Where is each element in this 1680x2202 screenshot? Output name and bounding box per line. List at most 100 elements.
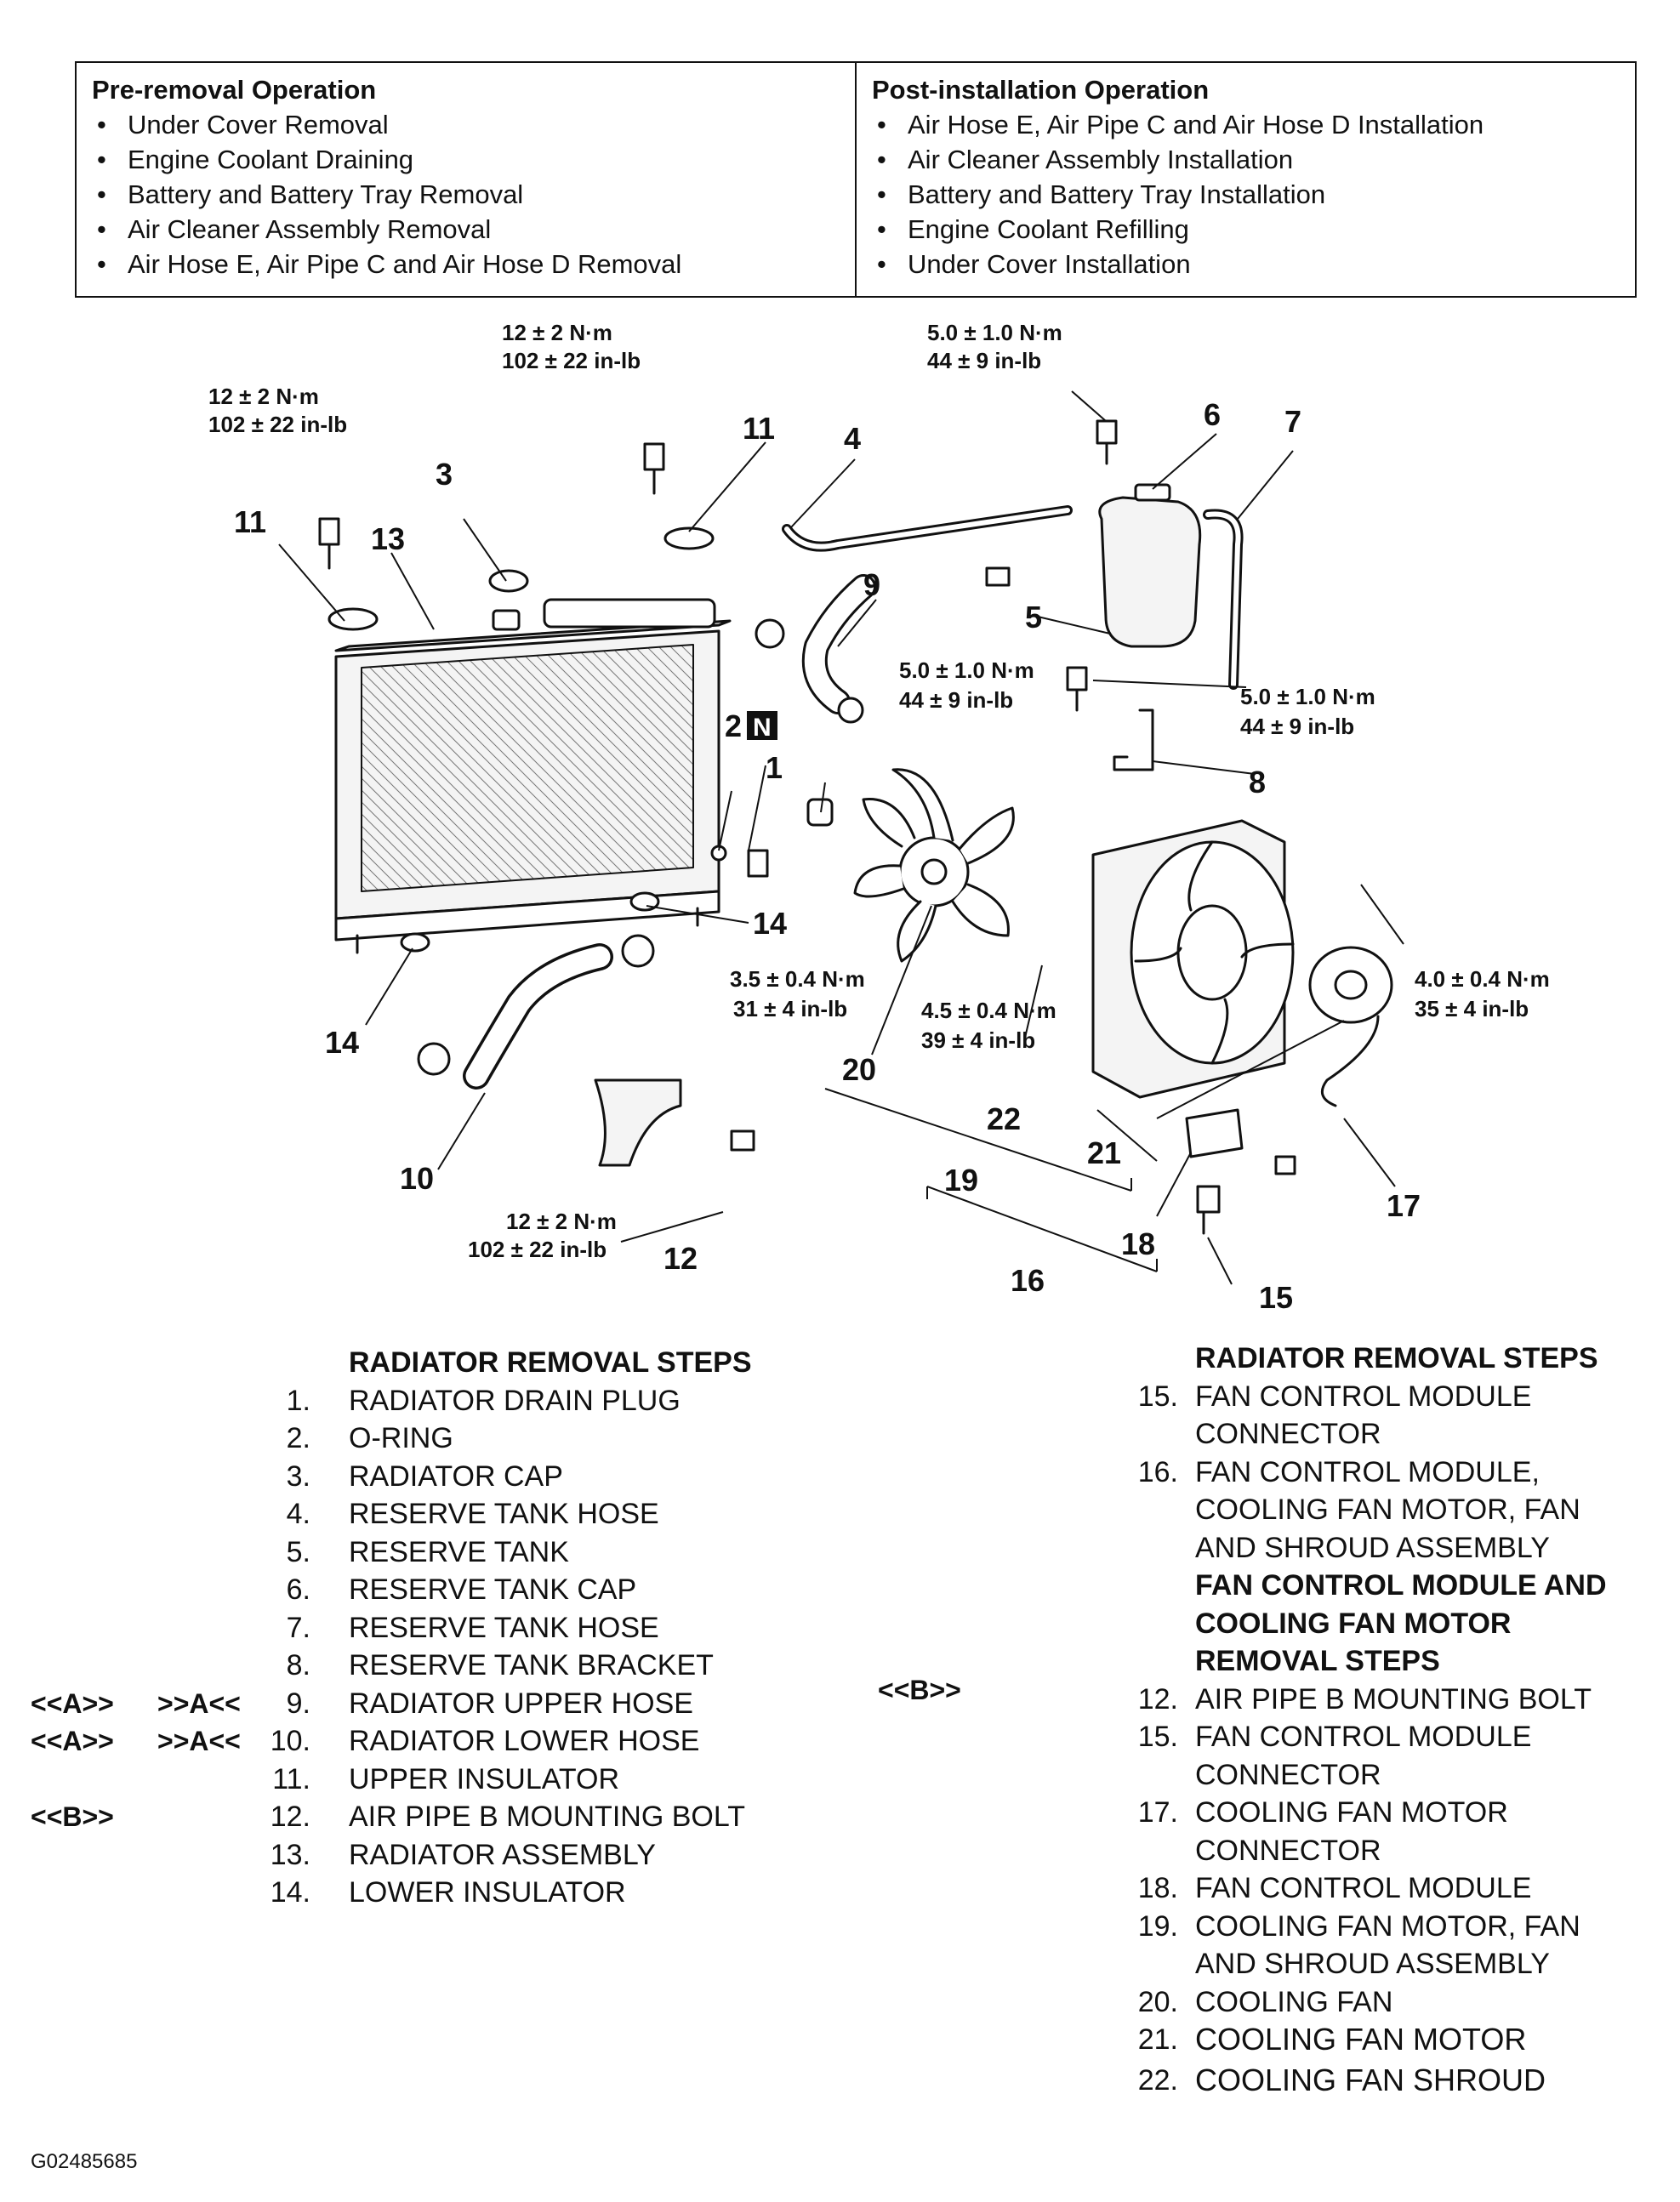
callout-2: 2: [725, 708, 742, 743]
torque-spec-nm: 5.0 ± 1.0 N·m: [899, 657, 1034, 683]
callout-5: 5: [1025, 600, 1042, 634]
step-row: 14.LOWER INSULATOR: [0, 1874, 834, 1912]
step-text: RADIATOR ASSEMBLY: [349, 1838, 656, 1871]
callout-22: 22: [987, 1101, 1021, 1136]
step-text: RADIATOR LOWER HOSE: [349, 1725, 700, 1757]
cooling-fan-drawing: [853, 768, 1015, 963]
step-row: 21.COOLING FAN MOTOR: [851, 2021, 1667, 2062]
step-row: AND SHROUD ASSEMBLY: [851, 1529, 1667, 1568]
callout-8: 8: [1249, 765, 1266, 799]
operations-table: Pre-removal Operation Under Cover Remova…: [75, 61, 1637, 298]
step-row: 2. O-RING: [0, 1420, 834, 1458]
step-number: 17.: [1137, 1796, 1178, 1829]
step-text: COOLING FAN MOTOR: [1195, 1607, 1512, 1640]
post-installation-item: Air Cleaner Assembly Installation: [872, 142, 1620, 177]
removal-mark-b: <<B>>: [878, 1675, 961, 1705]
pre-removal-list: Under Cover Removal Engine Coolant Drain…: [92, 107, 840, 282]
installation-mark: >>A<<: [157, 1726, 241, 1756]
step-row: <<B>> 12. AIR PIPE B MOUNTING BOLT: [0, 1798, 834, 1836]
pre-removal-item: Under Cover Removal: [92, 107, 840, 142]
step-number: 18.: [1137, 1872, 1178, 1904]
step-text: FAN CONTROL MODULE: [1195, 1721, 1532, 1753]
step-number: 2.: [286, 1422, 310, 1454]
step-text: REMOVAL STEPS: [1195, 1645, 1440, 1677]
step-row: 19.COOLING FAN MOTOR, FAN: [851, 1908, 1667, 1946]
step-row: 18.FAN CONTROL MODULE: [851, 1869, 1667, 1908]
callout-19: 19: [944, 1163, 978, 1198]
step-text: RADIATOR CAP: [349, 1459, 563, 1493]
callout-14-left: 14: [325, 1025, 359, 1060]
callout-7: 7: [1284, 404, 1301, 439]
post-installation-item: Engine Coolant Refilling: [872, 212, 1620, 247]
callout-6: 6: [1204, 397, 1221, 432]
step-row: 20.COOLING FAN: [851, 1983, 1667, 2022]
step-row: <<A>>>>A<<9.RADIATOR UPPER HOSE: [0, 1685, 834, 1723]
step-text: RESERVE TANK CAP: [349, 1573, 637, 1606]
step-text: COOLING FAN MOTOR: [1195, 1796, 1508, 1829]
torque-spec-nm: 4.0 ± 0.4 N·m: [1415, 966, 1550, 992]
step-number: 16.: [1137, 1455, 1178, 1488]
step-number: 13.: [270, 1838, 310, 1871]
post-installation-item: Air Hose E, Air Pipe C and Air Hose D In…: [872, 107, 1620, 142]
step-text: RESERVE TANK HOSE: [349, 1498, 659, 1530]
callout-3: 3: [436, 457, 453, 492]
right-steps-heading: RADIATOR REMOVAL STEPS: [1195, 1342, 1598, 1374]
pre-removal-item: Battery and Battery Tray Removal: [92, 177, 840, 212]
pre-removal-item: Air Cleaner Assembly Removal: [92, 212, 840, 247]
step-number: 14.: [270, 1876, 310, 1909]
callout-18: 18: [1121, 1226, 1155, 1261]
step-text: RESERVE TANK HOSE: [349, 1611, 659, 1644]
n-badge-box: [747, 711, 777, 740]
step-row: 6.RESERVE TANK CAP: [0, 1571, 834, 1609]
post-installation-title: Post-installation Operation: [872, 75, 1210, 105]
step-number: 10.: [270, 1725, 310, 1757]
post-installation-column: Post-installation Operation Air Hose E, …: [855, 63, 1635, 296]
callout-11-left: 11: [234, 504, 266, 539]
step-row: AND SHROUD ASSEMBLY: [851, 1945, 1667, 1983]
step-text: AIR PIPE B MOUNTING BOLT: [349, 1801, 745, 1833]
pre-removal-item: Engine Coolant Draining: [92, 142, 840, 177]
step-text: FAN CONTROL MODULE: [1195, 1380, 1532, 1413]
step-text: CONNECTOR: [1195, 1418, 1381, 1450]
torque-spec-inlb: 102 ± 22 in-lb: [502, 348, 641, 373]
step-text: UPPER INSULATOR: [349, 1762, 620, 1795]
reserve-tank-bracket-drawing: [1113, 708, 1154, 771]
cooling-fan-shroud-drawing: [1091, 819, 1295, 1099]
step-row: 15.FAN CONTROL MODULE: [851, 1378, 1667, 1416]
step-row: REMOVAL STEPS: [851, 1642, 1667, 1681]
removal-mark: <<B>>: [31, 1801, 114, 1832]
figure-id: G02485685: [31, 2150, 138, 2173]
left-removal-steps: RADIATOR REMOVAL STEPS 1.RADIATOR DRAIN …: [0, 1344, 834, 1912]
step-row: CONNECTOR: [851, 1756, 1667, 1795]
upper-insulator-right-drawing: [663, 526, 715, 550]
torque-spec-nm: 12 ± 2 N·m: [502, 320, 612, 345]
callout-21: 21: [1087, 1135, 1121, 1170]
step-number: 15.: [1137, 1721, 1178, 1753]
air-pipe-drawing: [594, 1078, 682, 1167]
torque-spec-inlb: 31 ± 4 in-lb: [733, 996, 847, 1021]
step-number: 12.: [270, 1801, 310, 1833]
step-row: CONNECTOR: [851, 1832, 1667, 1870]
torque-spec-inlb: 102 ± 22 in-lb: [468, 1237, 607, 1262]
torque-spec-inlb: 102 ± 22 in-lb: [208, 412, 347, 437]
step-number: 5.: [286, 1535, 310, 1568]
pre-removal-column: Pre-removal Operation Under Cover Remova…: [77, 63, 855, 296]
step-number: 22.: [1137, 2064, 1178, 2097]
n-badge: N: [753, 714, 772, 742]
callout-12: 12: [663, 1241, 698, 1276]
pre-removal-title: Pre-removal Operation: [92, 75, 377, 105]
step-text: COOLING FAN: [1195, 1985, 1393, 2018]
step-text: CONNECTOR: [1195, 1834, 1381, 1867]
step-number: 12.: [1137, 1682, 1178, 1716]
callout-14-right: 14: [753, 906, 787, 941]
step-number: 7.: [286, 1611, 310, 1644]
right-removal-steps: RADIATOR REMOVAL STEPS 15.FAN CONTROL MO…: [851, 1340, 1667, 2102]
torque-spec-nm: 5.0 ± 1.0 N·m: [1240, 684, 1375, 709]
step-number: 3.: [286, 1459, 310, 1493]
removal-mark: <<A>>: [31, 1726, 114, 1756]
upper-insulator-left-drawing: [327, 607, 379, 631]
step-text: O-RING: [349, 1422, 453, 1454]
cooling-fan-motor-drawing: [1308, 946, 1393, 1107]
step-row: 5.RESERVE TANK: [0, 1533, 834, 1572]
post-installation-item: Under Cover Installation: [872, 247, 1620, 282]
